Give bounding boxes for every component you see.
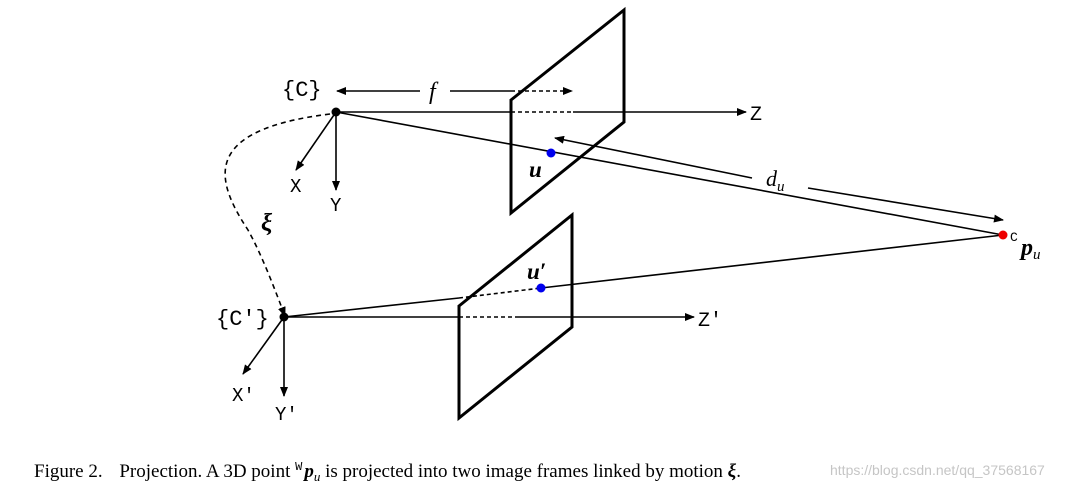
- du-arrow-right: [807, 187, 1004, 223]
- image-point-u-prime: [536, 283, 546, 293]
- label-du-sub: u: [777, 179, 785, 195]
- ray-c-prime-front: [540, 234, 1004, 289]
- caption-symbol: p: [304, 461, 314, 482]
- du-arrow-left: [554, 135, 753, 179]
- caption-symbol-sub: u: [313, 469, 321, 484]
- label-focal: f: [429, 79, 439, 105]
- label-frame-c-prime: {C′}: [216, 307, 269, 332]
- label-y-prime: Y′: [275, 404, 298, 426]
- caption-text-before: Projection. A 3D point: [119, 461, 291, 482]
- label-u-prime: u′: [527, 259, 546, 284]
- image-point-u: [546, 148, 556, 158]
- label-point: pu: [1019, 235, 1041, 263]
- label-x: X: [290, 176, 302, 198]
- label-point-main: p: [1019, 235, 1033, 261]
- label-point-sup: C: [1010, 230, 1018, 245]
- caption-text-after: is projected into two image frames linke…: [325, 461, 723, 482]
- caption-motion: ξ: [727, 461, 737, 482]
- label-du: du: [766, 166, 785, 195]
- label-du-main: d: [766, 166, 778, 191]
- label-z: Z: [750, 104, 762, 127]
- ray-c-prime-to-point: [283, 297, 460, 318]
- image-plane-1: [509, 6, 626, 217]
- axis-x: [295, 111, 337, 171]
- ray-c-to-point: [335, 111, 1004, 236]
- label-x-prime: X′: [232, 385, 255, 407]
- motion-curve: [224, 113, 331, 317]
- label-xi: ξ: [261, 210, 273, 237]
- camera-center-c-prime: [279, 312, 289, 322]
- watermark: https://blog.csdn.net/qq_37568167: [830, 462, 1045, 478]
- camera-center-c: [331, 107, 341, 117]
- caption-end: .: [736, 461, 741, 482]
- caption-sup: W: [295, 460, 303, 474]
- world-point: [998, 230, 1008, 240]
- axis-x-prime: [242, 316, 285, 375]
- label-point-sub: u: [1033, 247, 1041, 263]
- image-plane-2: [457, 211, 574, 422]
- label-u: u: [529, 157, 542, 182]
- label-z-prime: Z′: [698, 310, 722, 333]
- caption-label: Figure 2.: [34, 461, 103, 482]
- label-frame-c: {C}: [282, 78, 322, 103]
- label-y: Y: [330, 195, 342, 217]
